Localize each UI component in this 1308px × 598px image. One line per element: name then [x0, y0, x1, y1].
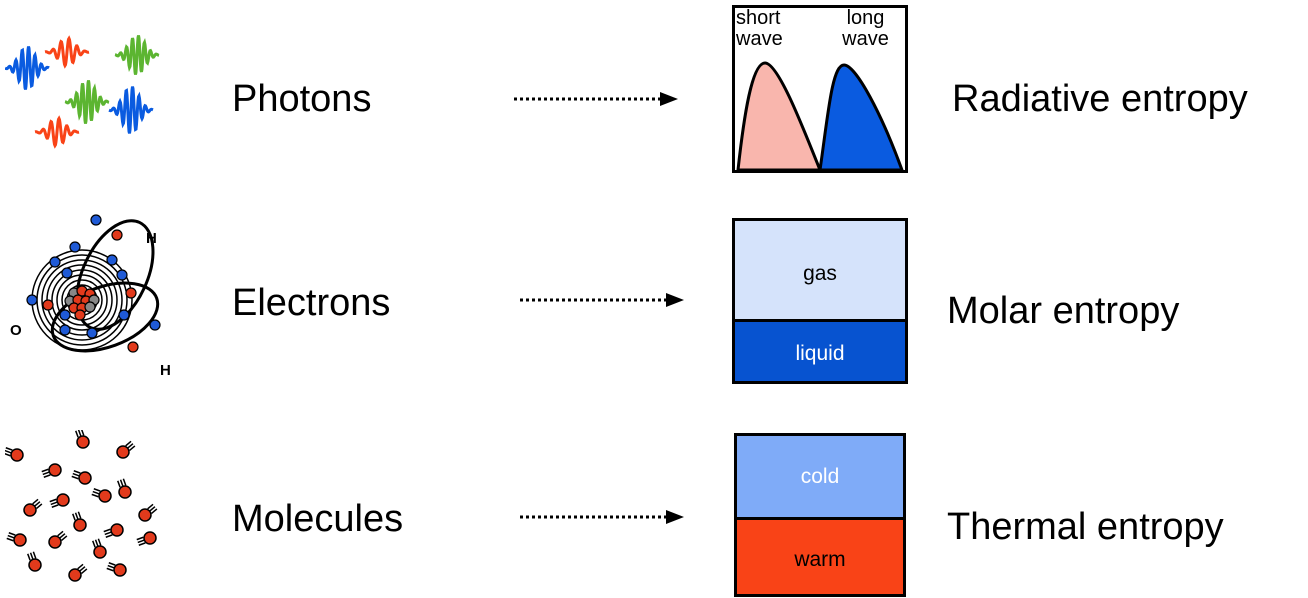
hydrogen-label-top: H — [146, 230, 157, 247]
molecule — [75, 428, 90, 449]
short-wave-curve — [736, 61, 823, 172]
electrons-label: Electrons — [232, 282, 391, 324]
molecules-icon — [3, 428, 175, 590]
long-wave-curve — [818, 63, 905, 172]
temperature-box: cold warm — [734, 433, 906, 597]
short-wave-label: short wave — [736, 7, 783, 50]
molecule — [92, 538, 107, 559]
cold-region: cold — [737, 436, 903, 520]
hydrogen-label-bottom: H — [160, 362, 171, 379]
wave-packet — [108, 86, 154, 134]
electrons-arrow — [520, 293, 684, 307]
wave-packet — [44, 35, 90, 69]
molecule — [3, 447, 24, 462]
wave-packet — [64, 80, 110, 124]
molecule — [48, 530, 68, 549]
wave-packet — [4, 46, 50, 90]
molecule — [106, 562, 127, 577]
wave-packet — [114, 35, 160, 75]
water-molecule-icon: O H H — [0, 205, 185, 385]
thermal-entropy-label: Thermal entropy — [947, 506, 1224, 548]
warm-region: warm — [737, 520, 903, 594]
molecule — [71, 470, 92, 485]
molecule — [91, 488, 112, 503]
molecule — [103, 523, 124, 538]
photons-arrow — [514, 92, 678, 106]
molecule — [68, 563, 88, 582]
phase-box: gas liquid — [732, 218, 908, 384]
photons-label: Photons — [232, 78, 372, 120]
molecules-arrow — [520, 510, 684, 524]
molar-entropy-label: Molar entropy — [947, 290, 1180, 332]
liquid-label: liquid — [795, 342, 845, 365]
molecule — [23, 498, 43, 517]
photon-waves-icon — [4, 30, 170, 150]
molecule — [116, 440, 136, 459]
molecule — [6, 532, 27, 547]
molecule — [72, 511, 87, 532]
molecule — [41, 463, 62, 478]
molecules-label: Molecules — [232, 498, 404, 540]
long-wave-label: long wave — [842, 7, 889, 50]
molecule — [136, 531, 157, 546]
molecule — [27, 551, 42, 572]
wave-spectrum-box: short wave long wave — [732, 5, 908, 173]
molecule — [117, 478, 132, 499]
liquid-region: liquid — [735, 322, 905, 381]
warm-label: warm — [794, 548, 846, 571]
oxygen-label: O — [10, 322, 22, 339]
molecule — [138, 503, 158, 522]
gas-region: gas — [735, 221, 905, 322]
gas-label: gas — [803, 262, 837, 285]
wave-packet — [34, 115, 80, 149]
cold-label: cold — [800, 465, 840, 488]
radiative-entropy-label: Radiative entropy — [952, 78, 1248, 120]
molecule — [49, 493, 70, 508]
